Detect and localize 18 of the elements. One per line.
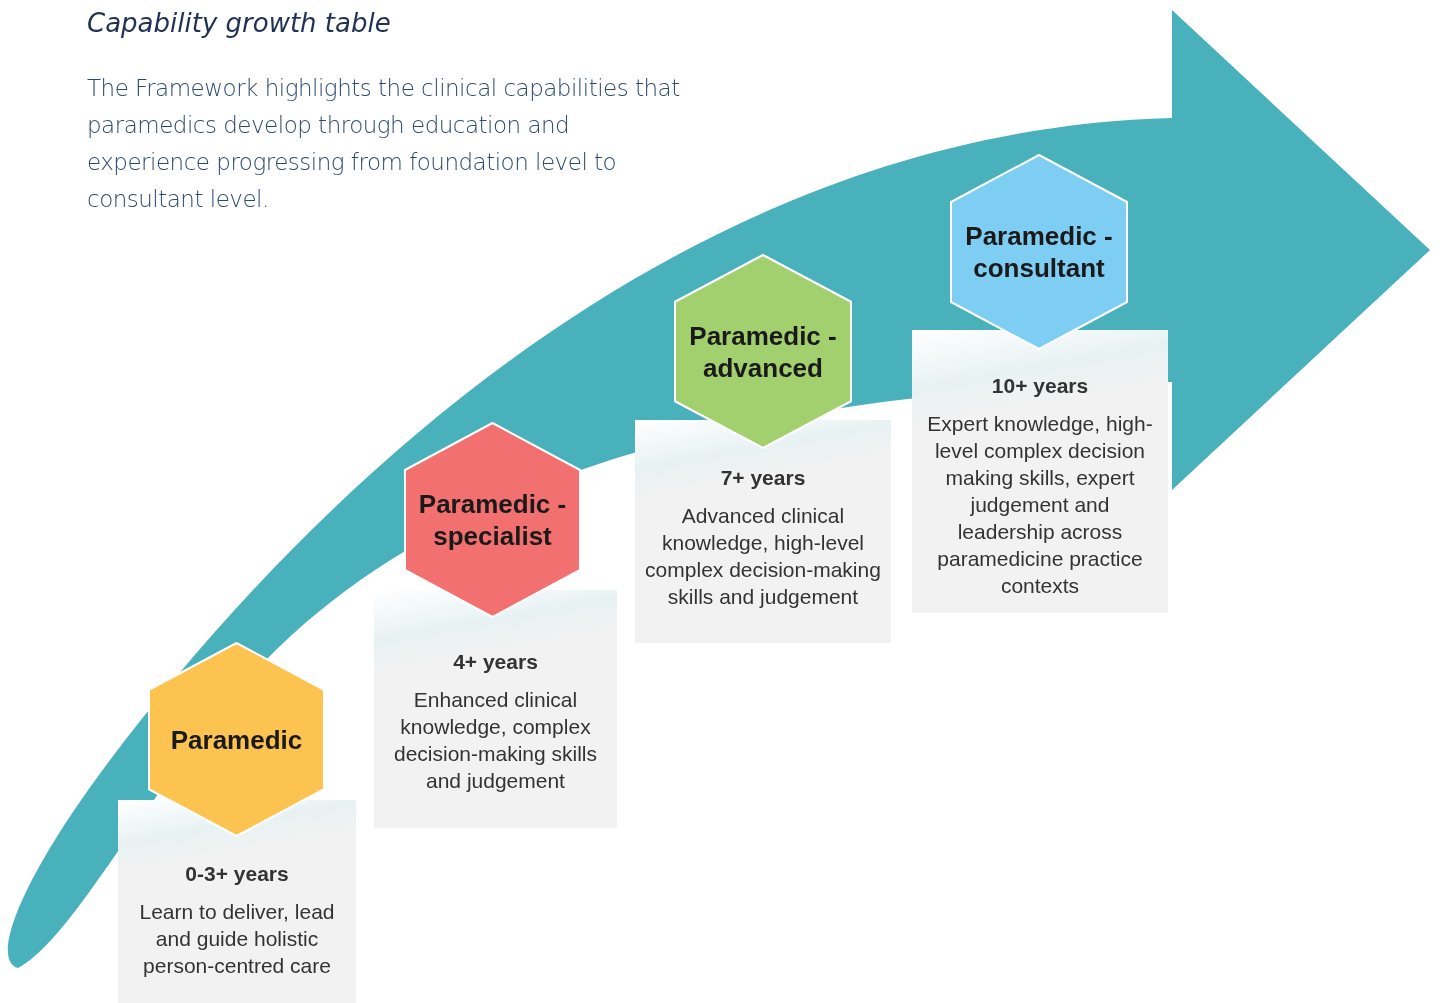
description-card	[912, 330, 1168, 613]
description-text: Learn to deliver, lead and guide holistic person-centred care	[138, 899, 336, 979]
years-label: 0-3+ years	[184, 862, 290, 886]
years-label: 4+ years	[452, 650, 539, 674]
description-card	[118, 800, 356, 1003]
years-label: 7+ years	[719, 466, 807, 490]
years-label: 10+ years	[990, 374, 1090, 398]
role-label: Paramedic - consultant	[964, 220, 1114, 284]
description-text: Advanced clinical knowledge, high-level complex decision-making skills and judgement	[644, 503, 882, 610]
role-label: Paramedic	[169, 723, 304, 756]
diagram-title: Capability growth table	[87, 8, 391, 38]
role-label: Paramedic - specialist	[417, 488, 568, 552]
intro-paragraph: The Framework highlights the clinical capabilities that paramedics develop through education and experience progressing from foundation level to consultant level.	[87, 74, 681, 214]
description-card	[374, 590, 617, 828]
description-text: Expert knowledge, high-level complex decision making skills, expert judgement and leadership across paramedicine practice contexts	[926, 411, 1154, 599]
role-label: Paramedic - advanced	[688, 319, 838, 384]
description-card	[635, 420, 891, 643]
description-text: Enhanced clinical knowledge, complex decision-making skills and judgement	[392, 687, 599, 794]
